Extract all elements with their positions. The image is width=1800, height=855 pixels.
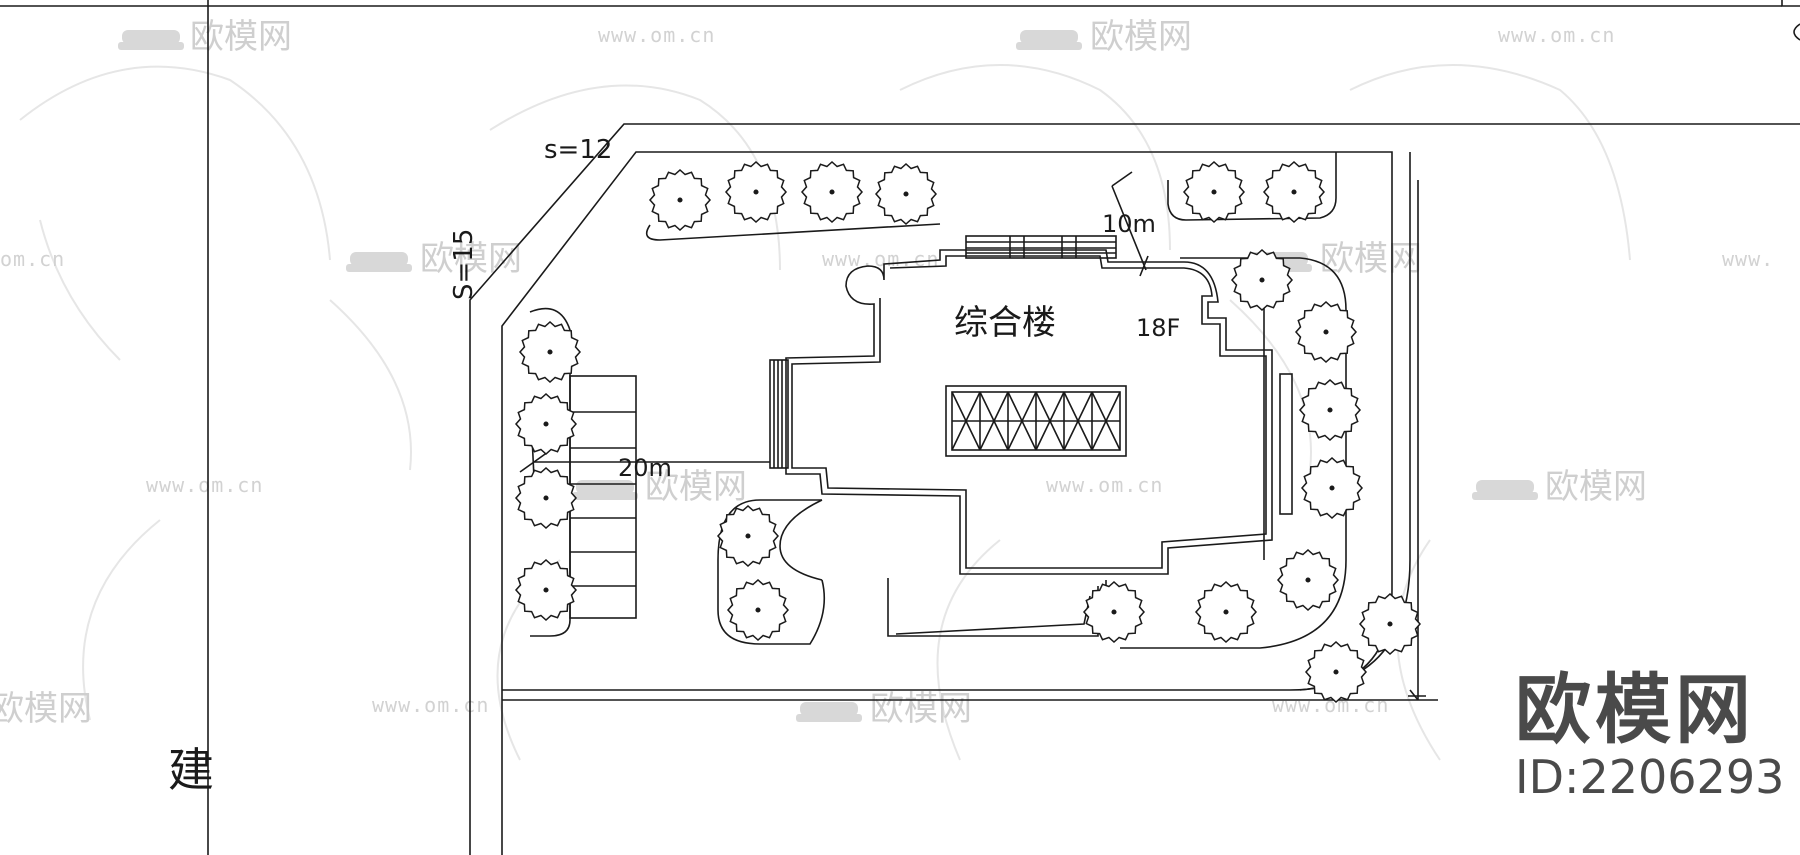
tree-icon xyxy=(1300,456,1364,520)
watermark-logo: 欧模网 xyxy=(1320,239,1422,279)
tree-group xyxy=(514,160,1422,704)
plan-labels: 综合楼 18F 10m 20m s=12 S=15 建 xyxy=(168,135,1180,797)
watermark-urls: www.om.cn www.om.cn om.cn www.om.cn www.… xyxy=(0,23,1774,717)
watermark-logo: 欧模网 xyxy=(645,467,747,507)
road-width-left-label: S=15 xyxy=(449,229,479,300)
tree-icon xyxy=(1358,592,1422,656)
tree-icon xyxy=(1230,248,1294,312)
building-name-label: 综合楼 xyxy=(954,303,1056,343)
watermark-url: www.om.cn xyxy=(1046,473,1163,497)
watermark-url: www. xyxy=(1722,247,1774,271)
tree-icon xyxy=(1298,378,1362,442)
watermark-url: om.cn xyxy=(0,247,65,271)
watermark-logos: 欧模网 欧模网 欧模网 欧模网 欧模网 欧模网 欧模网 欧模网 xyxy=(0,17,1647,729)
brand-logo: 欧模网 xyxy=(1515,665,1755,754)
watermark-arcs xyxy=(19,64,1631,761)
tree-icon xyxy=(1082,580,1146,644)
side-label: 建 xyxy=(168,743,214,797)
tree-icon xyxy=(716,504,780,568)
watermark-logo: 欧模网 xyxy=(190,17,292,57)
tree-icon xyxy=(1194,580,1258,644)
tree-icon xyxy=(874,162,938,226)
tree-icon xyxy=(1294,300,1358,364)
tree-icon xyxy=(648,168,712,232)
watermark-logo: 欧模网 xyxy=(1090,17,1192,57)
watermark-logo: 欧模网 xyxy=(1545,467,1647,507)
road-width-top-label: s=12 xyxy=(544,135,612,165)
watermark-url: www.om.cn xyxy=(146,473,263,497)
watermark-sofa-icons xyxy=(118,30,1538,722)
dimension-top-label: 10m xyxy=(1102,210,1156,238)
watermark-logo: 欧模网 xyxy=(870,689,972,729)
tree-icon xyxy=(1262,160,1326,224)
floor-count-label: 18F xyxy=(1136,314,1180,342)
tree-icon xyxy=(1304,640,1368,704)
watermark-url: www.om.cn xyxy=(598,23,715,47)
watermark-logo: 欧模网 xyxy=(0,689,92,729)
tree-icon xyxy=(514,392,578,456)
tree-icon xyxy=(514,466,578,530)
tree-icon xyxy=(518,320,582,384)
tree-icon xyxy=(726,578,790,642)
tree-icon xyxy=(724,160,788,224)
watermark-url: www.om.cn xyxy=(1498,23,1615,47)
tree-icon xyxy=(1182,160,1246,224)
model-id: ID:2206293 xyxy=(1515,750,1785,804)
tree-icon xyxy=(1276,548,1340,612)
dimension-left-label: 20m xyxy=(618,454,672,482)
tree-icon xyxy=(800,160,864,224)
watermark-url: www.om.cn xyxy=(372,693,489,717)
tree-icon xyxy=(514,558,578,622)
brand-badge: 欧模网 ID:2206293 xyxy=(1515,665,1785,804)
